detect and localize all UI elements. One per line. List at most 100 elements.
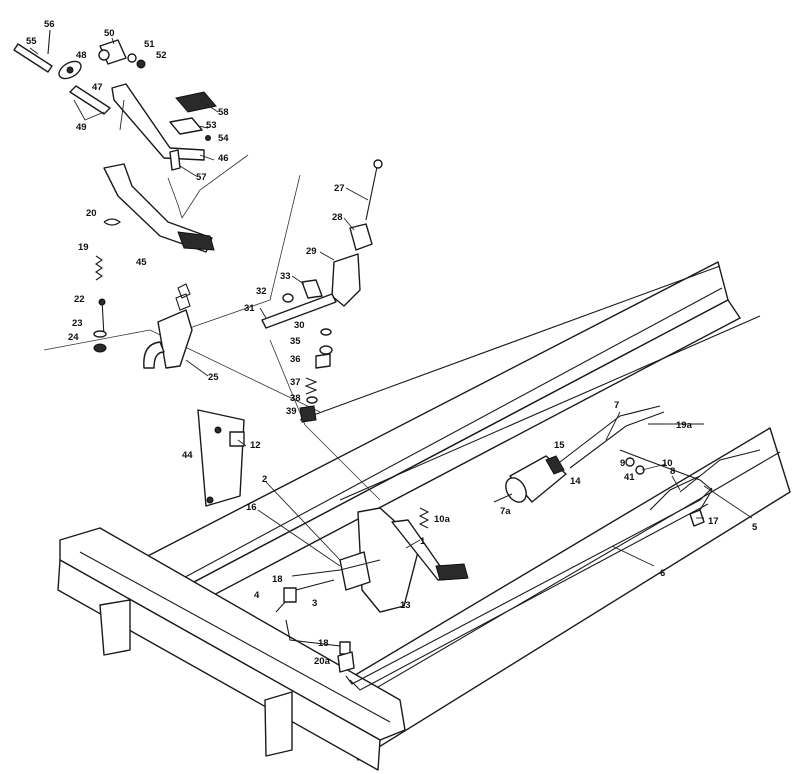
- pedal-assembly: [275, 507, 469, 613]
- callout-25: 25: [208, 372, 219, 383]
- fittings-9-10-41: [625, 457, 645, 475]
- callout-46: 46: [218, 153, 229, 164]
- spring-19: [95, 255, 103, 281]
- callout-1: 1: [420, 536, 426, 547]
- callout-28: 28: [332, 212, 343, 223]
- callout-6: 6: [660, 568, 665, 579]
- callout-13: 13: [400, 600, 411, 611]
- callout-leaders: [29, 37, 753, 567]
- callout-9: 9: [620, 458, 625, 469]
- rod-27: [365, 159, 383, 221]
- callout-38: 38: [290, 393, 301, 404]
- callout-44: 44: [182, 450, 193, 461]
- callout-54: 54: [218, 133, 229, 144]
- bushing-50: [98, 39, 127, 65]
- callout-47: 47: [92, 82, 103, 93]
- callout-30: 30: [294, 320, 305, 331]
- cylinder-body-29: [331, 253, 361, 307]
- nut-24: [93, 343, 107, 353]
- callout-45: 45: [136, 257, 147, 268]
- bolt-22: [98, 298, 106, 337]
- callout-35: 35: [290, 336, 301, 347]
- callout-51: 51: [144, 39, 155, 50]
- callout-18-upper: 18: [272, 574, 283, 585]
- callout-48: 48: [76, 50, 87, 61]
- callout-12: 12: [250, 440, 261, 451]
- washer-51: [127, 53, 137, 63]
- nut-52: [136, 59, 146, 69]
- callout-29: 29: [306, 246, 317, 257]
- clip-20: [103, 218, 121, 226]
- callout-16: 16: [246, 502, 257, 513]
- callout-20a: 20a: [314, 656, 331, 667]
- callout-39: 39: [286, 406, 297, 417]
- callout-57: 57: [196, 172, 207, 183]
- callout-31: 31: [244, 303, 255, 314]
- link-plate-48: [58, 60, 82, 80]
- boot-28: [349, 223, 373, 251]
- shaft-31: [261, 293, 337, 329]
- brake-lines: [285, 405, 761, 691]
- washer-32: [282, 293, 294, 303]
- callout-36: 36: [290, 354, 301, 365]
- washer-38: [306, 396, 318, 404]
- fittings-18: [283, 587, 351, 655]
- brake-pedal-45: [103, 163, 215, 253]
- callout-4: 4: [254, 590, 260, 601]
- callout-3: 3: [312, 598, 317, 609]
- frame-side-rail: [139, 261, 761, 619]
- callout-19: 19: [78, 242, 89, 253]
- callout-20: 20: [86, 208, 97, 219]
- callout-49: 49: [76, 122, 87, 133]
- shaft-47: [69, 85, 111, 115]
- cup-36: [315, 353, 331, 369]
- callout-27: 27: [334, 183, 345, 194]
- callout-41: 41: [624, 472, 635, 483]
- valve-39: [299, 405, 317, 423]
- callout-7a: 7a: [500, 506, 511, 517]
- master-cylinder-25: [143, 283, 193, 369]
- callout-24: 24: [68, 332, 79, 343]
- callout-18-lower: 18: [318, 638, 329, 649]
- callout-2: 2: [262, 474, 267, 485]
- nut-35: [319, 345, 333, 355]
- callout-14: 14: [570, 476, 581, 487]
- callout-15: 15: [554, 440, 565, 451]
- washer-23: [93, 330, 107, 338]
- callout-37: 37: [290, 377, 301, 388]
- callout-22: 22: [74, 294, 85, 305]
- explode-guide-lines: [43, 154, 381, 501]
- callout-5: 5: [752, 522, 758, 533]
- cotter-pin-56: [47, 29, 51, 55]
- bracket-20a: [337, 651, 355, 673]
- callout-23: 23: [72, 318, 83, 329]
- servo-booster-7a: [493, 455, 567, 503]
- callout-17: 17: [708, 516, 719, 527]
- callout-19a: 19a: [676, 420, 693, 431]
- callout-58: 58: [218, 107, 229, 118]
- callout-50: 50: [104, 28, 115, 39]
- pin-55: [13, 43, 53, 73]
- callout-33: 33: [280, 271, 291, 282]
- callout-8: 8: [670, 466, 675, 477]
- bushing-33: [301, 279, 323, 299]
- callout-7: 7: [614, 400, 619, 411]
- callout-56: 56: [44, 19, 55, 30]
- callout-55: 55: [26, 36, 37, 47]
- seal-30: [320, 328, 332, 336]
- stop-57: [169, 149, 181, 171]
- callout-labels: 56 55 50 48 51 52 47 49 58 53 54 46 57 2…: [26, 19, 758, 667]
- spring-37: [304, 377, 318, 395]
- screw-54: [205, 135, 211, 141]
- bracket-44: [197, 409, 245, 507]
- callout-52: 52: [156, 50, 167, 61]
- callout-32: 32: [256, 286, 267, 297]
- pedal-pad-53: [169, 117, 203, 135]
- frame-crossmember: [57, 527, 406, 771]
- pedal-pad-58: [175, 91, 217, 113]
- callout-53: 53: [206, 120, 217, 131]
- callout-10: 10: [662, 458, 673, 469]
- callout-10a: 10a: [434, 514, 451, 525]
